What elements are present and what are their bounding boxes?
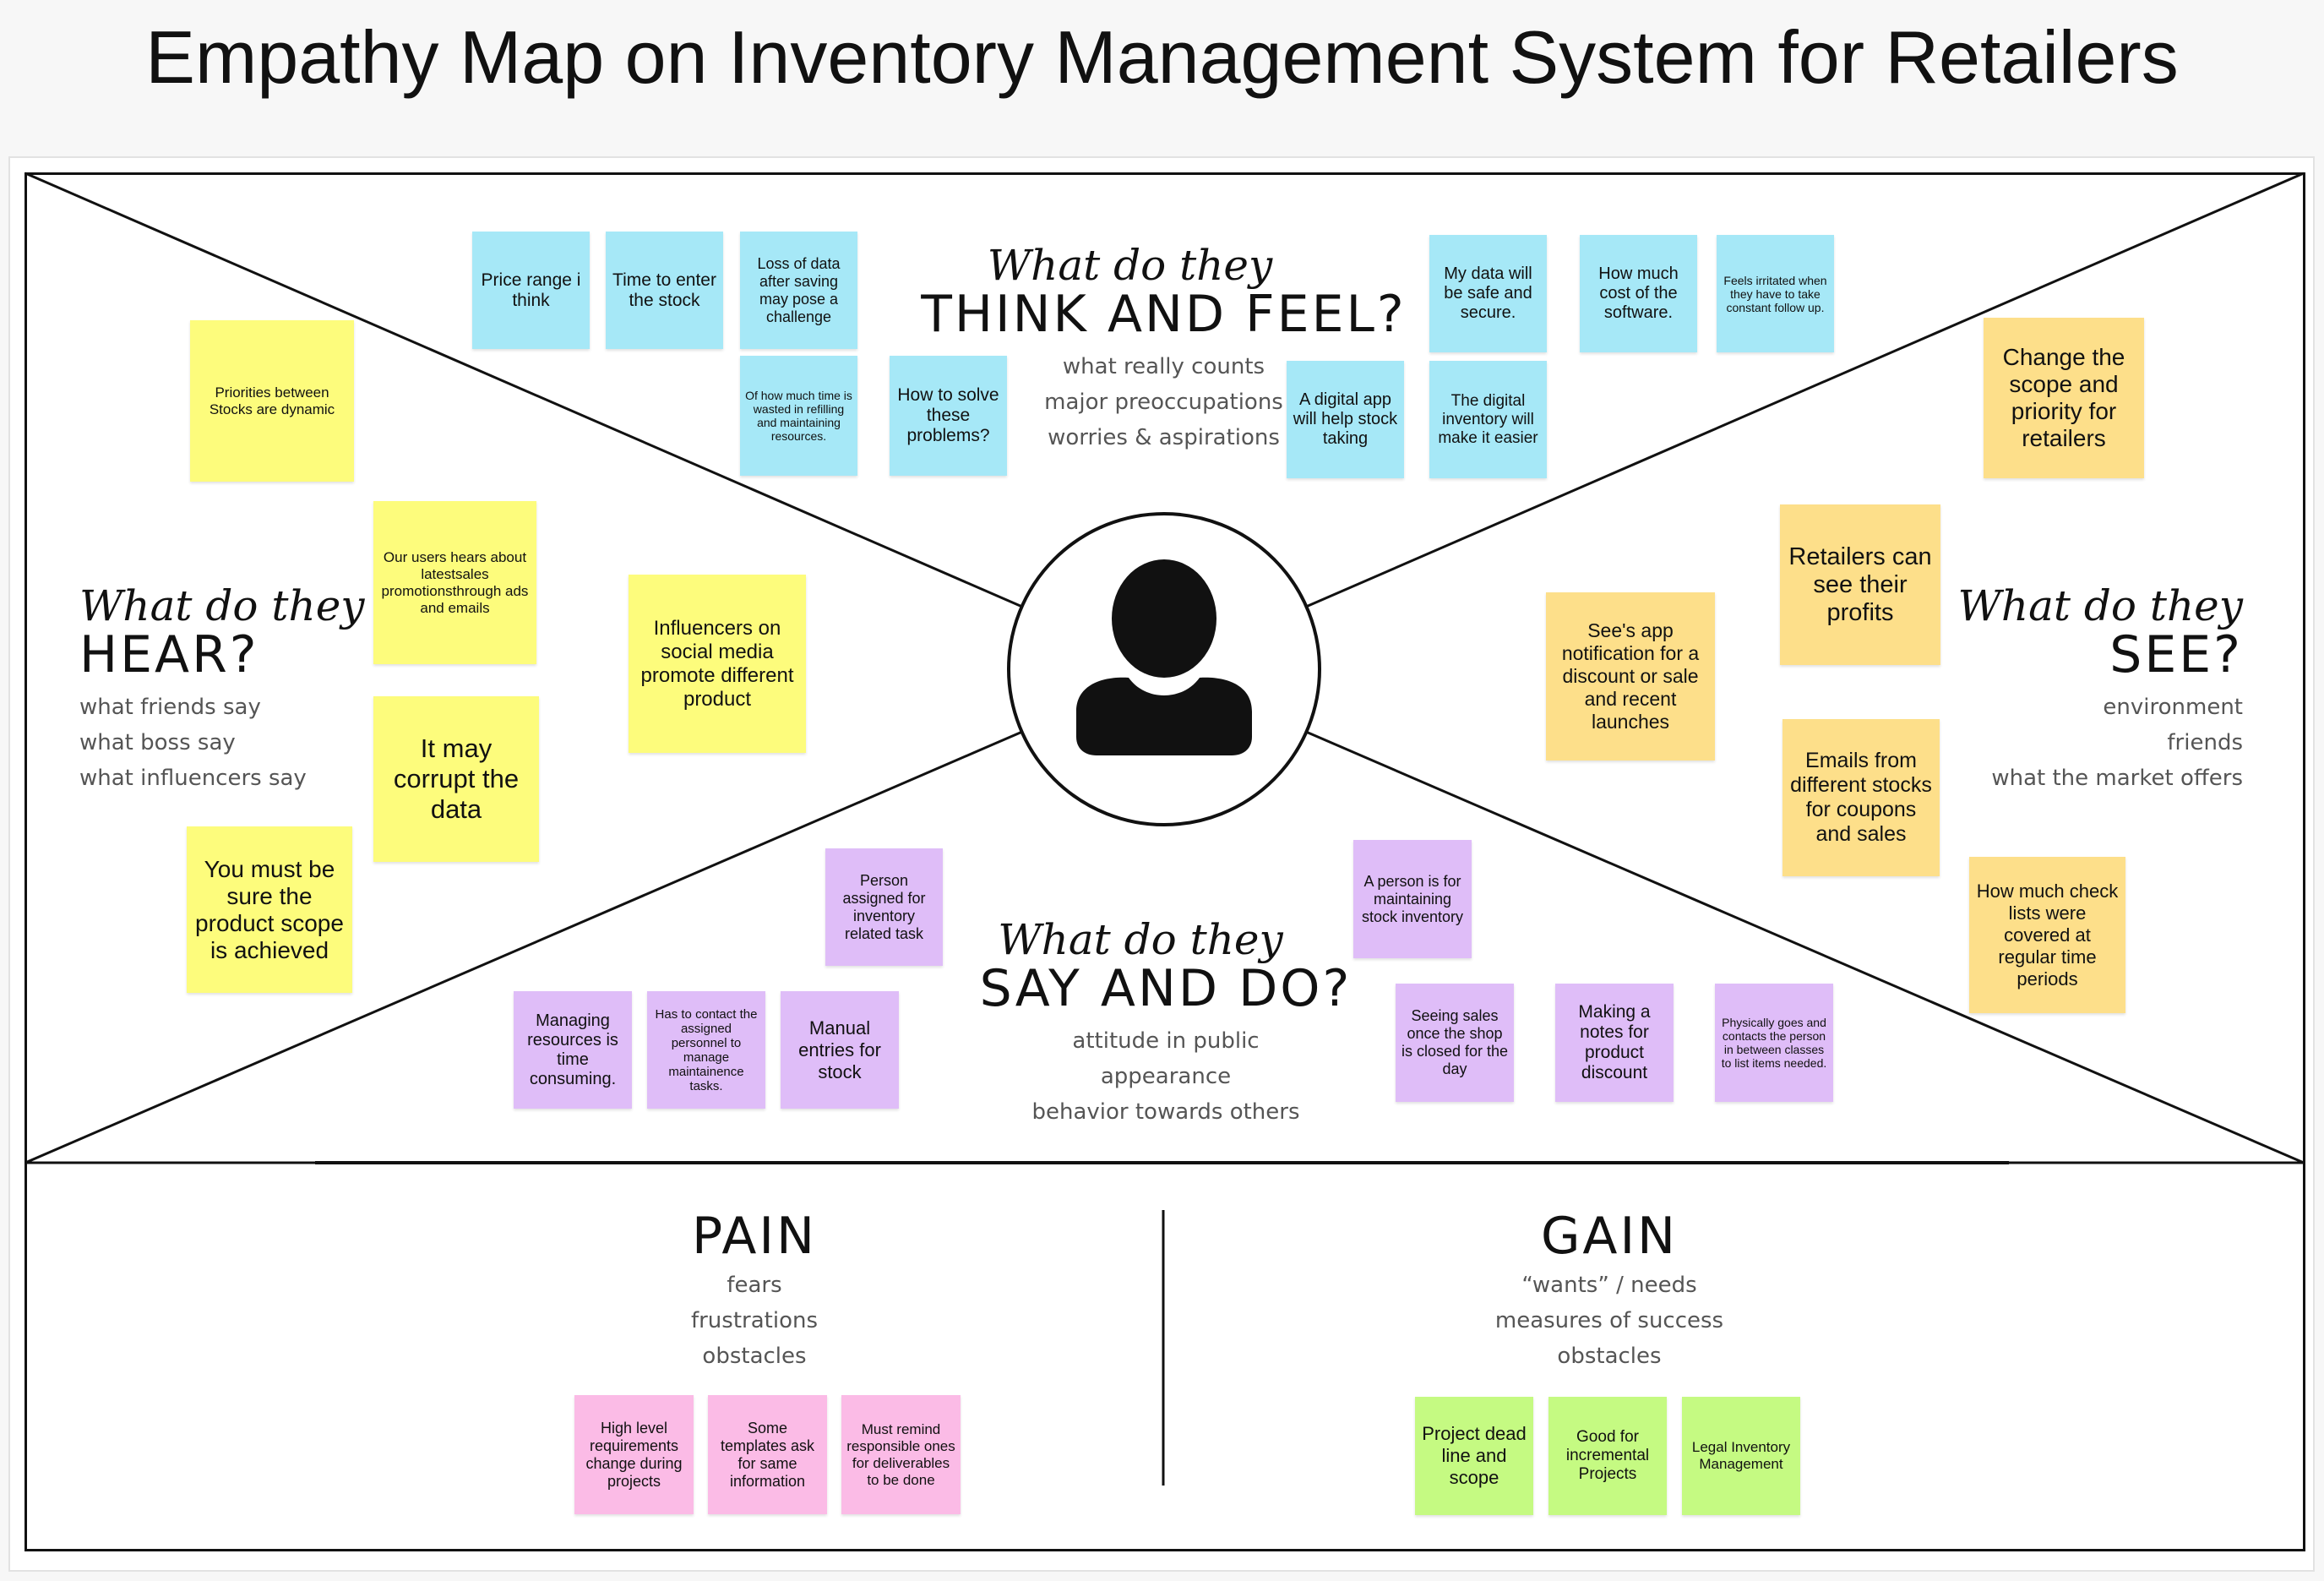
hear-heading: What do they HEAR? what friends say what… [79,581,417,796]
sticky-note[interactable]: Loss of data after saving may pose a cha… [740,232,857,349]
user-avatar-icon [1076,559,1252,755]
sticky-note[interactable]: Has to contact the assigned personnel to… [647,991,765,1109]
say-line: attitude in public [1072,1028,1260,1054]
think-heading: What do they THINK AND FEEL? what really… [908,241,1419,455]
see-line: environment [2103,695,2243,720]
hear-line: what boss say [79,730,236,755]
gain-line: obstacles [1557,1344,1662,1369]
sticky-note[interactable]: Managing resources is time consuming. [514,991,632,1109]
think-prompt: What do they [987,241,1273,290]
say-line: appearance [1100,1064,1232,1089]
sticky-note[interactable]: How to solve these problems? [890,356,1007,476]
sticky-note[interactable]: Time to enter the stock [606,232,723,349]
hear-title: HEAR? [79,625,259,684]
hear-line: what influencers say [79,766,307,791]
see-line: what the market offers [1991,766,2243,791]
see-line: friends [2167,730,2243,755]
hear-prompt: What do they [79,581,365,630]
sticky-note[interactable]: A person is for maintaining stock invent… [1353,840,1472,958]
pain-line: obstacles [702,1344,807,1369]
sticky-note[interactable]: Retailers can see their profits [1780,504,1940,665]
sticky-note[interactable]: Price range i think [472,232,590,349]
sticky-note[interactable]: Person assigned for inventory related ta… [825,848,943,966]
sticky-note[interactable]: Our users hears about latestsales promot… [373,501,536,664]
sticky-note[interactable]: See's app notification for a discount or… [1546,592,1715,761]
sticky-note[interactable]: Good for incremental Projects [1548,1397,1667,1515]
sticky-note[interactable]: Priorities between Stocks are dynamic [190,320,354,482]
sticky-note[interactable]: Making a notes for product discount [1555,984,1674,1102]
sticky-note[interactable]: How much cost of the software. [1580,235,1697,352]
sticky-note[interactable]: A digital app will help stock taking [1287,361,1404,478]
think-line: major preoccupations [1044,390,1283,415]
sticky-note[interactable]: Influencers on social media promote diff… [629,575,806,753]
say-prompt: What do they [998,915,1283,964]
gain-title: GAIN [1540,1207,1679,1266]
say-title: SAY AND DO? [979,959,1352,1018]
pain-heading: PAIN fears frustrations obstacles [585,1207,923,1374]
think-title: THINK AND FEEL? [921,285,1407,344]
sticky-note[interactable]: Seeing sales once the shop is closed for… [1396,984,1514,1102]
see-title: SEE? [2109,625,2243,684]
pain-title: PAIN [692,1207,817,1266]
gain-line: measures of success [1494,1308,1724,1333]
sticky-note[interactable]: Legal Inventory Management [1682,1397,1800,1515]
gain-line: “wants” / needs [1521,1273,1697,1298]
gain-heading: GAIN “wants” / needs measures of success… [1440,1207,1778,1374]
sticky-note[interactable]: High level requirements change during pr… [574,1395,694,1514]
say-heading: What do they SAY AND DO? attitude in pub… [912,915,1419,1130]
sticky-note[interactable]: Feels irritated when they have to take c… [1717,235,1834,352]
persona-circle [1007,512,1321,826]
sticky-note[interactable]: Physically goes and contacts the person … [1715,984,1833,1102]
sticky-note[interactable]: Of how much time is wasted in refilling … [740,356,857,476]
sticky-note[interactable]: Project dead line and scope [1415,1397,1533,1515]
hear-line: what friends say [79,695,261,720]
page-title: Empathy Map on Inventory Management Syst… [145,15,2179,99]
pain-line: frustrations [690,1308,819,1333]
see-heading: What do they SEE? environment friends wh… [1905,581,2243,796]
sticky-note[interactable]: Change the scope and priority for retail… [1984,318,2144,478]
sticky-note[interactable]: The digital inventory will make it easie… [1429,361,1547,478]
pain-line: fears [727,1273,782,1298]
sticky-note[interactable]: Manual entries for stock [781,991,899,1109]
see-prompt: What do they [1957,581,2243,630]
think-line: worries & aspirations [1048,425,1280,450]
think-line: what really counts [1062,354,1265,379]
sticky-note[interactable]: It may corrupt the data [373,696,539,862]
say-line: behavior towards others [1031,1099,1300,1125]
sticky-note[interactable]: Some templates ask for same information [708,1395,827,1514]
sticky-note[interactable]: How much check lists were covered at reg… [1969,857,2125,1013]
sticky-note[interactable]: You must be sure the product scope is ac… [187,826,352,993]
sticky-note[interactable]: My data will be safe and secure. [1429,235,1547,352]
sticky-note[interactable]: Emails from different stocks for coupons… [1782,719,1940,876]
sticky-note[interactable]: Must remind responsible ones for deliver… [841,1395,961,1514]
